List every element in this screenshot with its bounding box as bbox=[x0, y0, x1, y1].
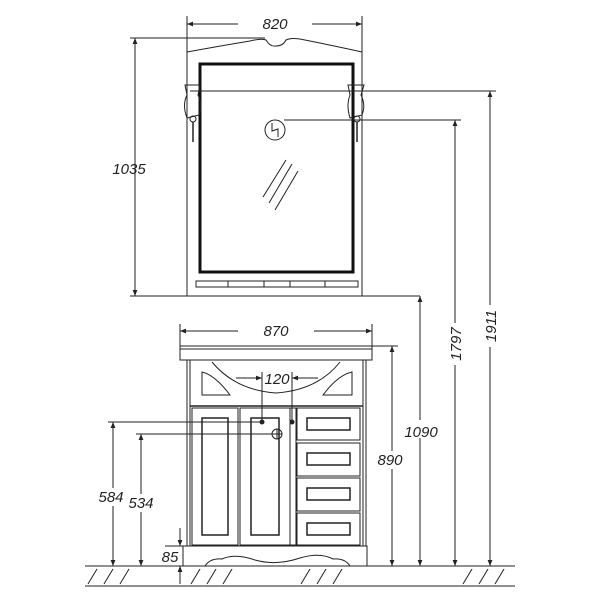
right-lamp-icon bbox=[347, 84, 365, 142]
dimension-plinth-height: 85 bbox=[162, 528, 183, 584]
lamp-height-label: 1911 bbox=[483, 310, 500, 342]
drain-icon bbox=[271, 428, 283, 440]
pipe-spacing-label: 120 bbox=[264, 371, 290, 388]
counter-height-label: 890 bbox=[377, 452, 403, 469]
right-door bbox=[239, 407, 291, 546]
floor bbox=[85, 565, 515, 587]
mirror-bottom-label: 1090 bbox=[404, 424, 438, 441]
dimension-counter-height: 890 bbox=[372, 345, 406, 566]
mirror-height-label: 1035 bbox=[112, 161, 146, 178]
mirror-glare-icon bbox=[262, 159, 299, 211]
plinth-height-label: 85 bbox=[162, 549, 179, 566]
dimension-hot-cold-height: 584 bbox=[96, 421, 262, 566]
left-door bbox=[191, 407, 239, 546]
vanity-width-label: 870 bbox=[263, 323, 289, 340]
dimension-vanity-width: 870 bbox=[179, 323, 373, 346]
dimension-mirror-width: 820 bbox=[186, 16, 363, 52]
socket-height-label: 1797 bbox=[448, 327, 465, 361]
left-ornament bbox=[201, 371, 232, 396]
mirror-width-label: 820 bbox=[262, 16, 288, 33]
right-ornament bbox=[321, 371, 353, 396]
dimension-mirror-height: 1035 bbox=[112, 37, 420, 297]
mirror-shelf bbox=[195, 280, 359, 288]
dimension-lamp-height: 1911 bbox=[190, 90, 500, 566]
hot-cold-height-label: 584 bbox=[98, 489, 123, 506]
drawers bbox=[296, 407, 361, 546]
dimension-socket-height: 1797 bbox=[284, 119, 465, 566]
dimension-pipe-spacing: 120 bbox=[236, 371, 318, 422]
socket-icon bbox=[264, 119, 286, 141]
mirror bbox=[184, 38, 365, 296]
dimension-mirror-bottom: 1090 bbox=[404, 296, 438, 566]
drain-height-label: 534 bbox=[128, 495, 153, 512]
dimension-drain-height: 534 bbox=[127, 433, 272, 566]
left-lamp-icon bbox=[184, 84, 202, 142]
countertop bbox=[179, 345, 373, 361]
